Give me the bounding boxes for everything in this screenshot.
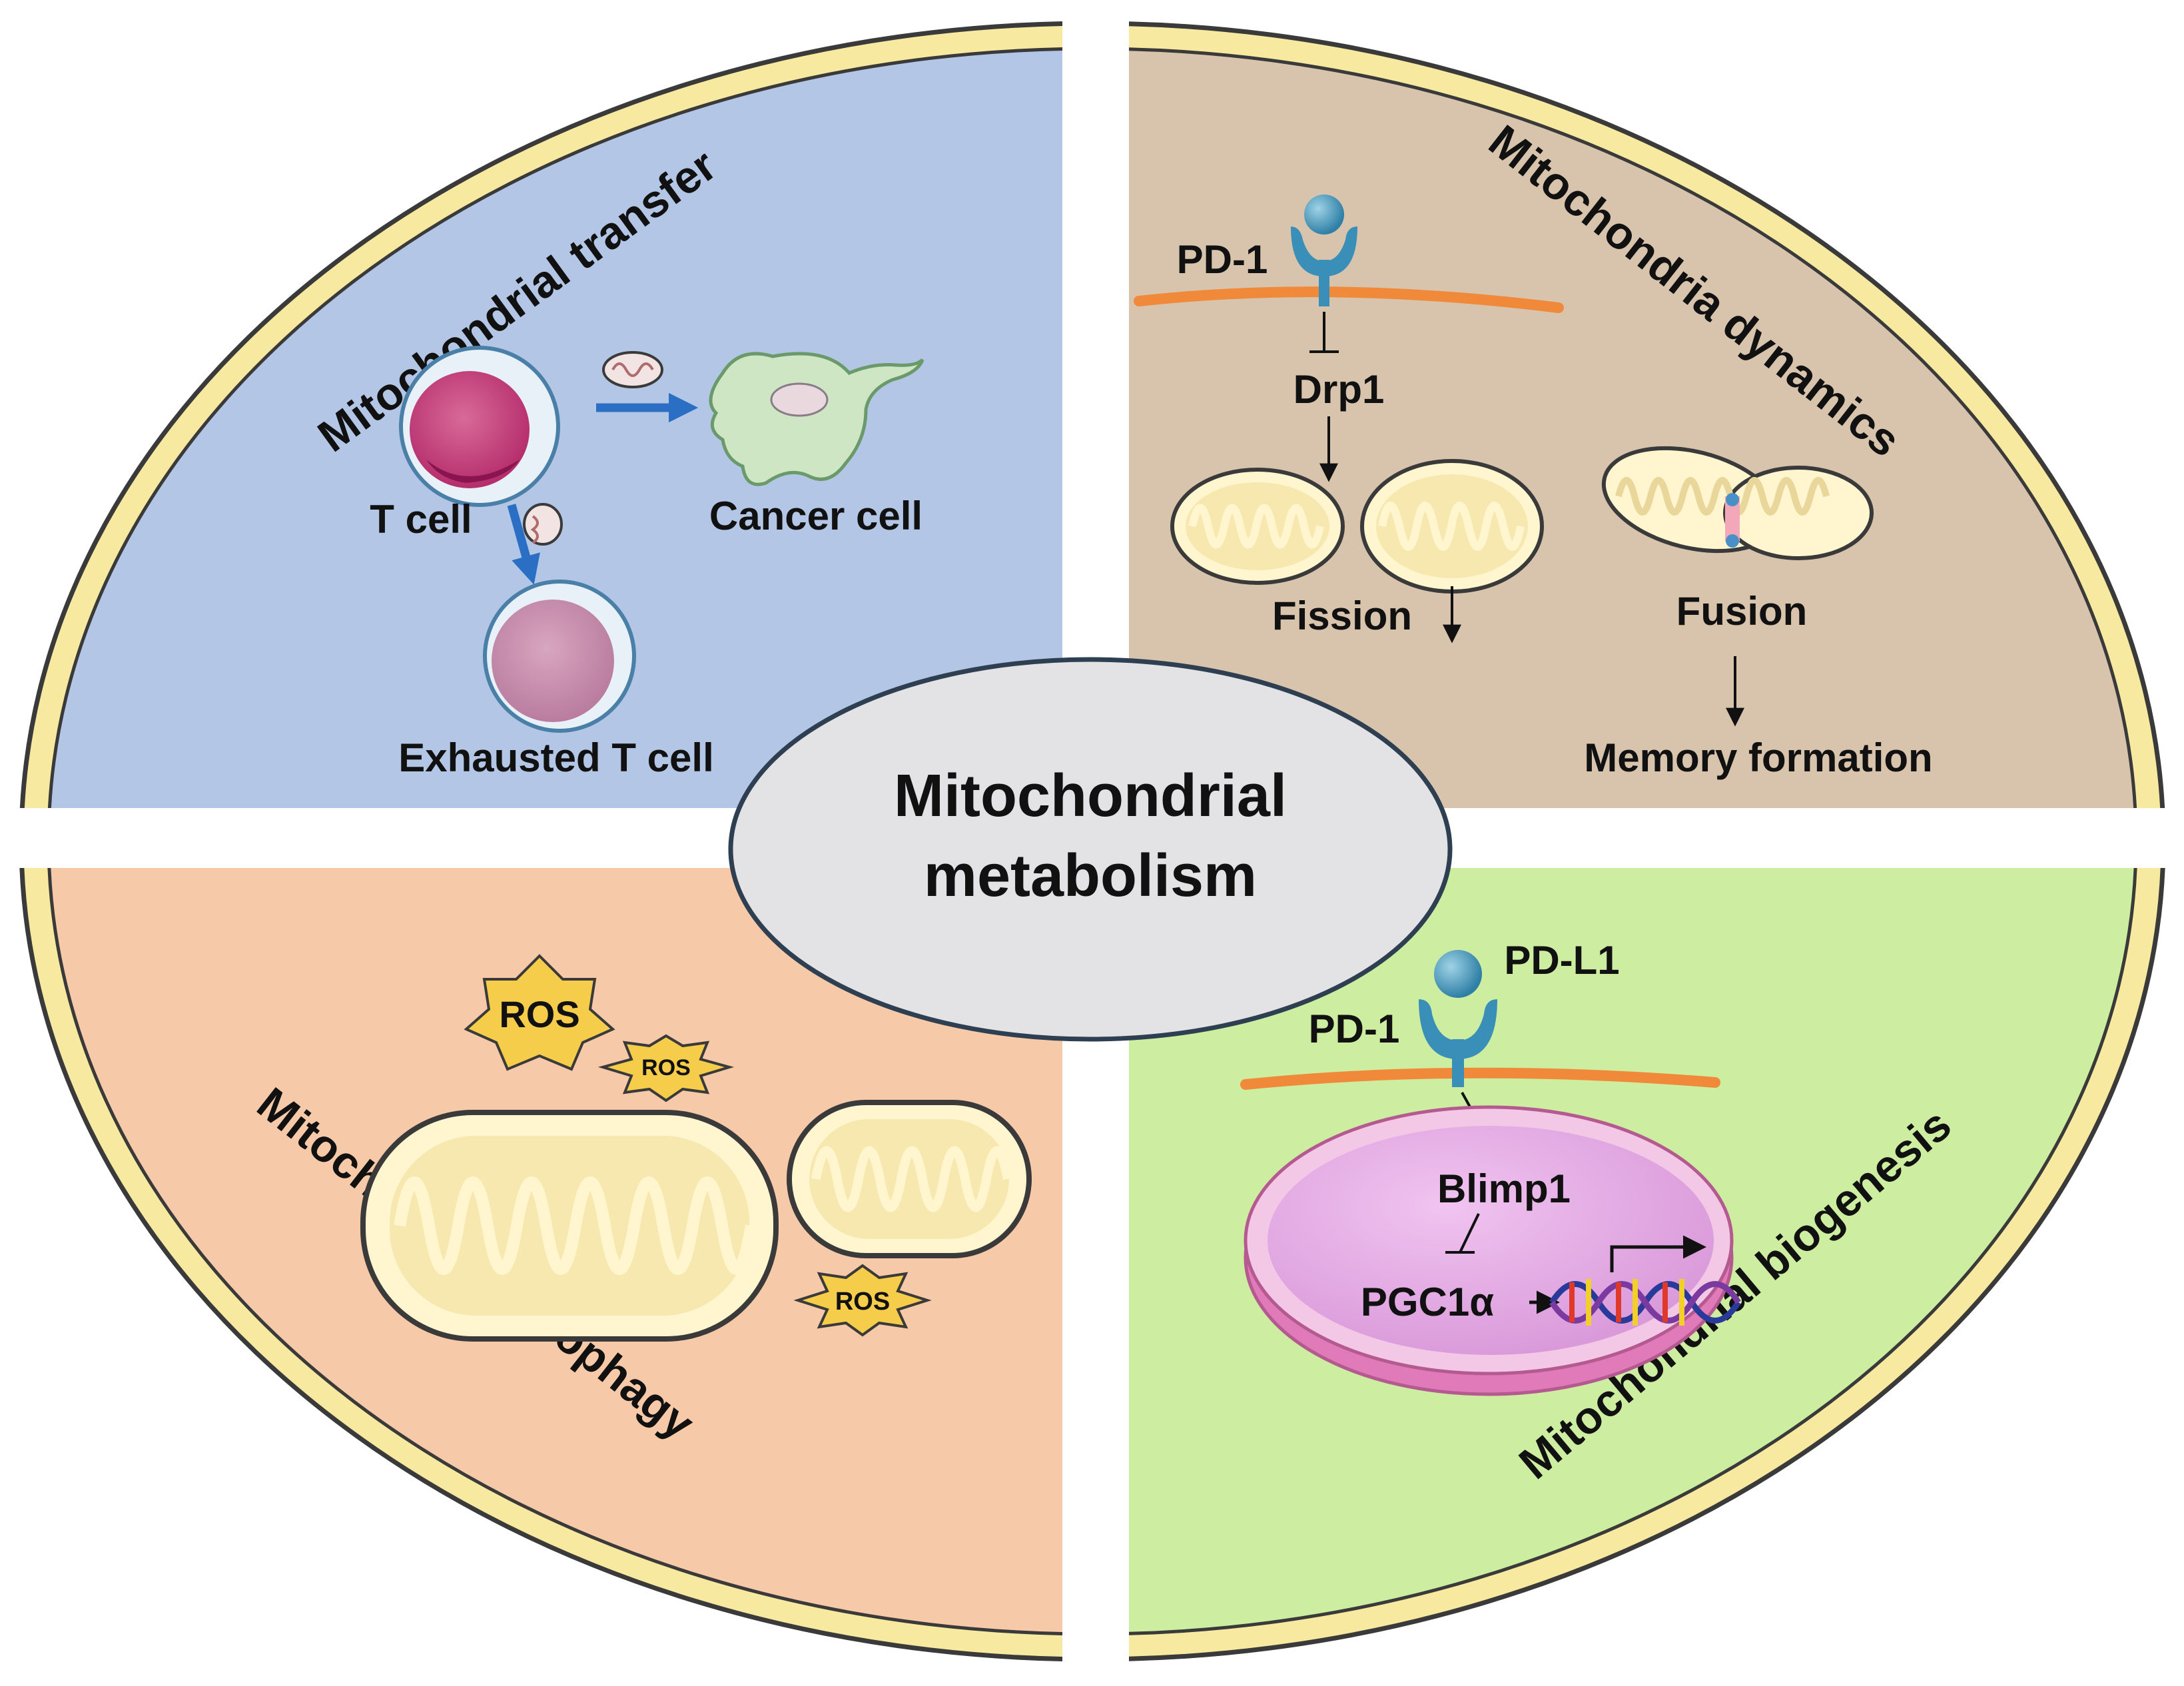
cancer-cell-label: Cancer cell	[709, 494, 922, 538]
fission-mitochondrion-icon-2	[1360, 459, 1544, 594]
t-cell-label: T cell	[370, 497, 472, 542]
large-mitochondrion-icon	[360, 1110, 779, 1342]
exhausted-t-cell-icon	[483, 580, 636, 733]
biogenesis-pd1-label: PD-1	[1309, 1007, 1400, 1051]
fission-mitochondrion-icon-1	[1170, 468, 1345, 585]
ros-large-icon: ROS	[464, 954, 615, 1071]
mitochondrion-small-icon-1	[602, 351, 663, 388]
transfer-arrow-to-exhausted	[507, 504, 540, 585]
quadrant-dynamics-bg	[1129, 21, 2165, 808]
pgc1a-label: PGC1α	[1361, 1280, 1494, 1324]
center-title-line1: Mitochondrial	[894, 763, 1287, 829]
dynamics-membrane	[1134, 286, 1564, 313]
dynamics-pd1-label: PD-1	[1177, 237, 1268, 282]
center-node: Mitochondrial metabolism	[728, 657, 1453, 1042]
small-mitochondrion-icon	[787, 1100, 1032, 1258]
biogenesis-membrane	[1240, 1067, 1720, 1090]
fusion-mitochondrion-icon	[1601, 446, 1874, 560]
ros-small-label-2: ROS	[835, 1288, 890, 1316]
dynamics-receptor-icon	[1291, 195, 1357, 306]
ros-large-label: ROS	[499, 993, 579, 1035]
memory-formation-label: Memory formation	[1584, 735, 1932, 780]
blimp1-label: Blimp1	[1437, 1166, 1571, 1211]
blimp1-inhibits-pgc1a	[1459, 1213, 1480, 1253]
ros-small-icon-2: ROS	[793, 1264, 932, 1337]
biogenesis-pdl1-label: PD-L1	[1504, 938, 1619, 983]
nucleus-icon	[1244, 1105, 1734, 1396]
ros-small-icon-1: ROS	[597, 1034, 735, 1102]
biogenesis-receptor-icon	[1419, 950, 1497, 1087]
exhausted-t-cell-label: Exhausted T cell	[398, 735, 714, 780]
fission-label: Fission	[1272, 594, 1412, 638]
cancer-cell-icon	[709, 352, 924, 486]
center-title-line2: metabolism	[924, 843, 1257, 909]
drp1-label: Drp1	[1293, 367, 1385, 412]
transcription-start-arrow	[1610, 1235, 1706, 1272]
t-cell-icon	[399, 346, 560, 507]
ros-small-label-1: ROS	[641, 1055, 691, 1080]
dna-helix-icon	[1549, 1279, 1741, 1326]
fusion-label: Fusion	[1676, 589, 1808, 633]
mitochondrion-small-icon-2	[523, 503, 563, 546]
